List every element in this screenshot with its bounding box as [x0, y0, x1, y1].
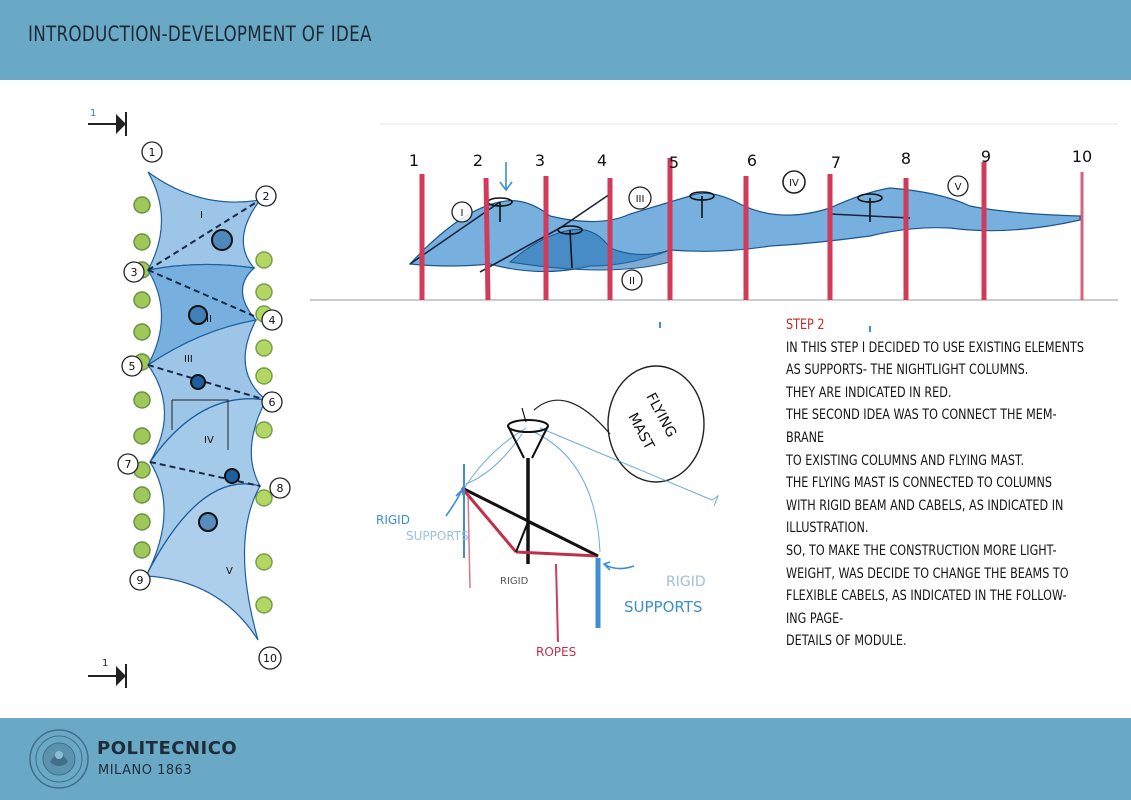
bubble-leader — [533, 399, 611, 435]
header-band: INTRODUCTION-DEVELOPMENT OF IDEA — [0, 0, 1131, 80]
description-line: THEY ARE INDICATED IN RED. — [786, 384, 952, 401]
detail-beams — [460, 486, 599, 558]
north-mark-bottom: 1 — [102, 658, 108, 669]
rigid-label: RIGID — [500, 576, 529, 587]
plan-module-label: IV — [204, 435, 214, 446]
elevation-sketch: 1 2 3 4 5 6 7 8 9 10 I II III IV V — [310, 123, 1118, 332]
plan-point-label: 1 — [149, 146, 156, 159]
elevation-membrane-lower — [508, 228, 671, 271]
mast-funnel-sides — [507, 425, 549, 459]
north-mark-top: 1 — [90, 108, 96, 119]
elevation-column-number: 7 — [831, 153, 841, 172]
plan-point-label: 2 — [263, 190, 270, 203]
north-arrow-bottom-icon: 1 — [88, 658, 127, 688]
brand-name: POLITECNICO — [97, 738, 238, 759]
description-line: ING PAGE- — [786, 610, 844, 627]
elevation-module-label: V — [955, 182, 962, 193]
plan-point-label: 9 — [137, 574, 144, 587]
brand-subtitle: MILANO 1863 — [98, 763, 193, 778]
description-line: WITH RIGID BEAM AND CABELS, AS INDICATED… — [786, 497, 1064, 514]
plan-point-label: 4 — [269, 314, 276, 327]
plan-point-label: 7 — [125, 458, 132, 471]
plan-mast-rings — [188, 229, 240, 532]
elevation-module-label: I — [461, 208, 464, 219]
description-line: DETAILS OF MODULE. — [786, 633, 907, 650]
elevation-module-label: IV — [789, 178, 799, 189]
plan-point-label: 3 — [131, 266, 138, 279]
elevation-module-label: II — [629, 276, 635, 287]
elevation-column-number: 9 — [981, 147, 991, 166]
description-line: BRANE — [786, 429, 825, 446]
elevation-column-number: 5 — [669, 153, 679, 172]
elevation-columns — [419, 158, 1084, 301]
mast-arrow-icon — [521, 407, 527, 423]
flying-mast-bubble — [607, 365, 705, 483]
elevation-column-number: 6 — [747, 151, 757, 170]
support-arrow-icon — [445, 488, 465, 517]
step-description: STEP 2 IN THIS STEP I DECIDED TO USE EXI… — [786, 314, 1106, 653]
rigid-supports-right-label-2: SUPPORTS — [624, 598, 702, 616]
tree-row-right — [255, 251, 273, 614]
plan-cables — [147, 199, 267, 487]
mast-funnel — [507, 419, 549, 433]
elevation-column-numbers: 1 2 3 4 5 6 7 8 9 10 — [409, 147, 1092, 172]
elevation-column-number: 10 — [1072, 147, 1092, 166]
description-line: ILLUSTRATION. — [786, 520, 869, 537]
elevation-masts — [487, 191, 883, 269]
tree-row-left — [133, 196, 151, 559]
plan-module-label: III — [184, 354, 193, 365]
elevation-module-label: III — [636, 194, 645, 205]
politecnico-seal-icon — [29, 729, 89, 789]
detail-membrane-lines — [461, 427, 720, 553]
detail-supports — [463, 464, 601, 643]
elevation-module-markers: I II III IV V — [451, 170, 969, 291]
rigid-supports-left-label-1: RIGID — [376, 513, 410, 527]
footer-band: POLITECNICO MILANO 1863 — [0, 718, 1131, 800]
plan-module-label: II — [206, 314, 212, 325]
plan-module-labels: I II III IV V — [184, 210, 233, 577]
plan-point-label: 10 — [263, 652, 277, 665]
plan-sketch: 1 1 — [88, 108, 291, 688]
elevation-column-number: 8 — [901, 149, 911, 168]
plan-module-label: I — [200, 210, 203, 221]
description-line: THE SECOND IDEA WAS TO CONNECT THE MEM- — [786, 407, 1057, 424]
detail-sketch: FLYING MAST RIGID SUPPORTS RIGID RIGID S… — [376, 365, 720, 659]
description-line: WEIGHT, WAS DECIDE TO CHANGE THE BEAMS T… — [786, 565, 1069, 582]
description-line: THE FLYING MAST IS CONNECTED TO COLUMNS — [786, 475, 1052, 492]
description-line: SO, TO MAKE THE CONSTRUCTION MORE LIGHT- — [786, 542, 1057, 559]
step-heading: STEP 2 — [786, 317, 825, 333]
plan-module-label: V — [226, 566, 233, 577]
rigid-supports-left-label-2: SUPPORTS — [406, 529, 469, 543]
plan-membrane — [145, 171, 269, 641]
description-line: FLEXIBLE CABELS, AS INDICATED IN THE FOL… — [786, 588, 1067, 605]
description-line: AS SUPPORTS- THE NIGHTLIGHT COLUMNS. — [786, 362, 1029, 379]
elevation-arrow-icon — [499, 162, 513, 192]
plan-point-label: 5 — [129, 360, 136, 373]
plan-point-markers: 1 2 3 4 5 6 7 8 9 10 — [117, 141, 291, 670]
elevation-column-number: 2 — [473, 151, 483, 170]
north-arrow-top-icon: 1 — [88, 108, 127, 136]
ropes-label: ROPES — [536, 645, 576, 659]
elevation-column-number: 1 — [409, 151, 419, 170]
plan-point-label: 8 — [277, 482, 284, 495]
elevation-column-number: 4 — [597, 151, 607, 170]
description-line: IN THIS STEP I DECIDED TO USE EXISTING E… — [786, 339, 1084, 356]
elevation-column-number: 3 — [535, 151, 545, 170]
plan-point-label: 6 — [269, 396, 276, 409]
page-title: INTRODUCTION-DEVELOPMENT OF IDEA — [28, 22, 372, 46]
support-arrow-icon — [602, 561, 635, 571]
rigid-supports-right-label-1: RIGID — [666, 574, 706, 590]
description-line: TO EXISTING COLUMNS AND FLYING MAST. — [786, 452, 1025, 469]
plan-frame-mark — [171, 399, 229, 450]
